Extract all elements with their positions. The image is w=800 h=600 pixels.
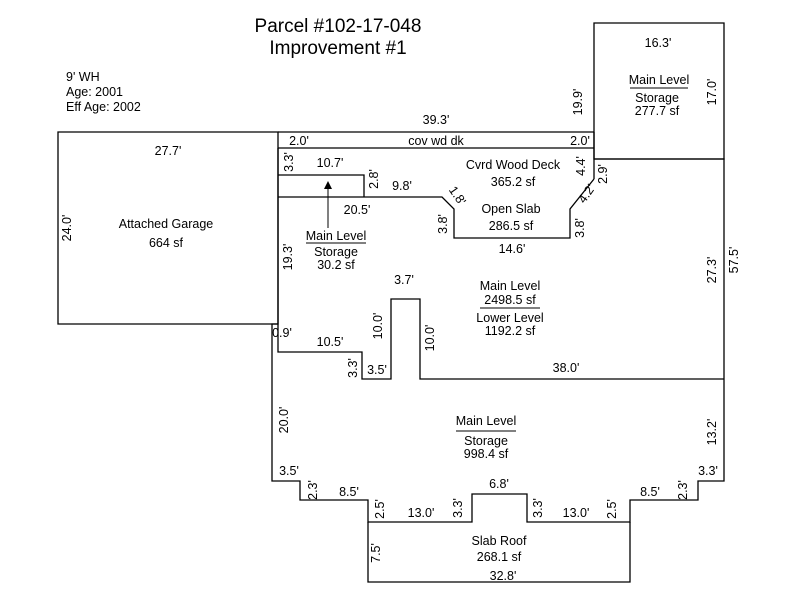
dim-label: 27.7' [155,144,182,158]
lower-level-size: 1192.2 sf [485,324,536,338]
dim-label: 14.6' [499,242,526,256]
dim-label: 27.3' [705,257,719,284]
garage-size: 664 sf [149,236,184,250]
dim-label: 19.9' [571,89,585,116]
lower-storage-name: Main Level [456,414,516,428]
dim-label: 2.5' [605,499,619,519]
dim-label: 3.3' [346,358,360,378]
dim-label: 2.3' [306,480,320,500]
dim-label: 19.3' [281,244,295,271]
small-storage-use: Storage [314,245,358,259]
dim-label: 16.3' [645,36,672,50]
dim-label: 24.0' [60,215,74,242]
main-level-right-wall [594,158,725,379]
dim-label: 4.2' [575,182,598,206]
dim-label: 0.9' [272,326,292,340]
main-level-name: Main Level [480,279,540,293]
covered-deck-size: 365.2 sf [491,175,536,189]
dim-label: 10.7' [317,156,344,170]
lower-storage-size: 998.4 sf [464,447,509,461]
dim-label: 3.3' [282,152,296,172]
upper-storage-name: Main Level [629,73,689,87]
slab-roof-outline [367,522,631,583]
dim-label: 3.8' [573,218,587,238]
small-storage-name: Main Level [306,229,366,243]
dim-label: 10.0' [423,325,437,352]
dim-label: 20.0' [277,407,291,434]
small-storage-outline [278,174,365,197]
dim-label: 4.4' [574,156,588,176]
deck-strip-name: cov wd dk [408,134,464,148]
dim-label: 2.5' [373,499,387,519]
garage-name: Attached Garage [119,217,214,231]
dim-label: 2.9' [596,164,610,184]
dim-label: 7.5' [369,543,383,563]
open-slab-name: Open Slab [481,202,540,216]
lower-level-outline [271,323,725,523]
dim-label: 3.7' [394,273,414,287]
open-slab-size: 286.5 sf [489,219,534,233]
dim-label: 8.5' [640,485,660,499]
deck-lower-boundary [278,178,595,239]
lower-storage-use: Storage [464,434,508,448]
dim-label: 13.2' [705,419,719,446]
dim-label: 13.0' [563,506,590,520]
upper-storage-use: Storage [635,91,679,105]
dim-label: 3.3' [451,498,465,518]
dim-label: 13.0' [408,506,435,520]
dim-label: 38.0' [553,361,580,375]
slab-roof-size: 268.1 sf [477,550,522,564]
age: Age: 2001 [66,85,123,99]
lower-level-name: Lower Level [476,311,543,325]
main-level-left-wall [277,148,724,380]
dim-label: 10.0' [371,313,385,340]
dim-label: 3.3' [698,464,718,478]
dim-label: 20.5' [344,203,371,217]
main-level-size: 2498.5 sf [484,293,536,307]
dim-label: 57.5' [727,247,741,274]
dim-label: 6.8' [489,477,509,491]
slab-roof-name: Slab Roof [472,534,527,548]
dim-label: 2.8' [367,169,381,189]
dim-label: 3.8' [436,214,450,234]
improvement-label: Improvement #1 [269,38,407,59]
covered-deck-name: Cvrd Wood Deck [466,158,561,172]
dim-label: 2.3' [676,480,690,500]
dim-label: 3.5' [367,363,387,377]
dim-label: 39.3' [423,113,450,127]
dim-label: 10.5' [317,335,344,349]
dim-label: 32.8' [490,569,517,583]
dim-label: 2.0' [570,134,590,148]
dim-label: 3.3' [531,498,545,518]
dim-label: 17.0' [705,79,719,106]
upper-storage-size: 277.7 sf [635,104,680,118]
dim-label: 2.0' [289,134,309,148]
dim-label: 8.5' [339,485,359,499]
dim-label: 9.8' [392,179,412,193]
wall-height: 9' WH [66,70,100,84]
parcel-number: Parcel #102-17-048 [254,16,422,37]
dim-label: 3.5' [279,464,299,478]
effective-age: Eff Age: 2002 [66,100,141,114]
small-storage-size: 30.2 sf [317,258,355,272]
